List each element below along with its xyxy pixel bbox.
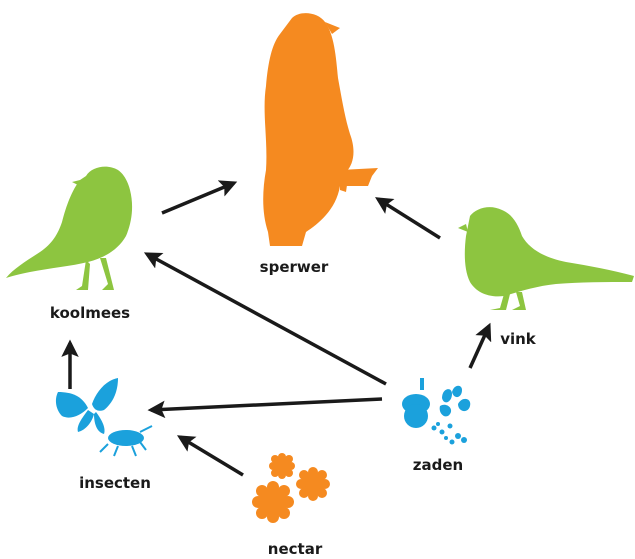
label-nectar: nectar bbox=[268, 540, 322, 558]
arrow-vink-to-sperwer bbox=[378, 199, 440, 238]
arrow-nectar-to-insecten bbox=[180, 437, 243, 475]
label-insecten: insecten bbox=[79, 474, 151, 492]
tit-bird-icon bbox=[6, 167, 132, 290]
hawk-icon bbox=[263, 13, 378, 246]
flowers-icon bbox=[252, 453, 330, 523]
label-sperwer: sperwer bbox=[260, 258, 329, 276]
finch-bird-icon bbox=[458, 207, 634, 310]
label-zaden: zaden bbox=[413, 456, 463, 474]
arrow-koolmees-to-sperwer bbox=[162, 183, 234, 213]
label-vink: vink bbox=[500, 330, 536, 348]
arrow-zaden-to-insecten bbox=[151, 399, 382, 410]
insects-icon bbox=[56, 378, 152, 456]
seeds-icon bbox=[402, 378, 470, 445]
label-koolmees: koolmees bbox=[50, 304, 130, 322]
arrow-zaden-to-vink bbox=[470, 326, 489, 368]
